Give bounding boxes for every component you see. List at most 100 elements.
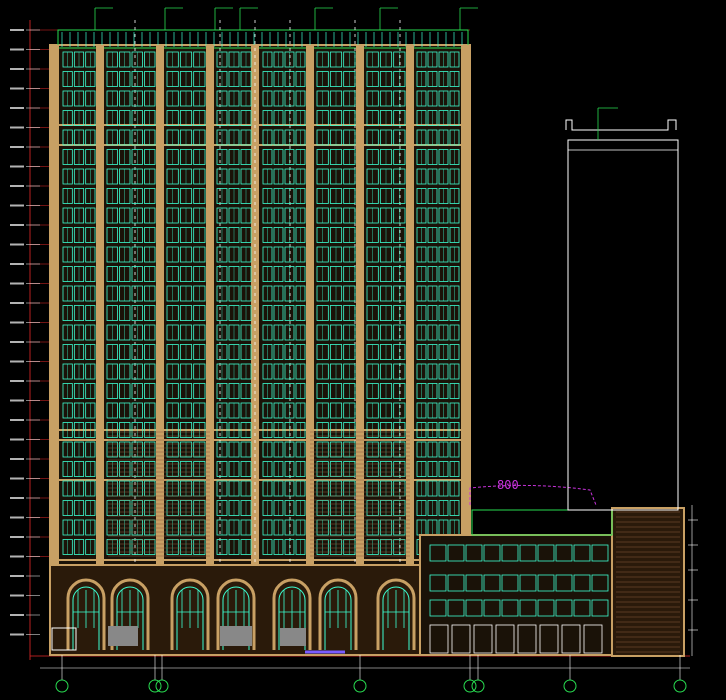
annex-window <box>519 544 537 562</box>
annex-window <box>537 574 555 592</box>
annex-window <box>465 544 483 562</box>
annex-window <box>447 544 465 562</box>
adjacent-building-outline <box>565 107 679 511</box>
pilaster <box>156 45 164 565</box>
elevation-tick-label <box>10 243 24 246</box>
annex-door <box>429 624 449 654</box>
annex-window <box>429 544 447 562</box>
annex-window <box>573 574 591 592</box>
grid-bubble <box>155 679 169 693</box>
parapet <box>565 119 677 131</box>
elevation-tick-label <box>10 380 24 382</box>
tower-crown <box>57 29 469 49</box>
annex-window <box>519 599 537 617</box>
elevation-tick-label <box>10 458 24 460</box>
elevation-tick-label <box>10 185 24 187</box>
grid-bubble <box>463 679 477 693</box>
elevation-tick-label <box>10 282 24 285</box>
annex-window <box>501 574 519 592</box>
shop-sign <box>220 626 252 646</box>
grid-bubble <box>353 679 367 693</box>
grid-bubble <box>148 679 162 693</box>
elevation-tick-label <box>10 497 24 499</box>
elevation-tick-label <box>10 438 24 441</box>
pilaster <box>461 45 469 565</box>
dimension-lines <box>10 29 698 680</box>
annex-door <box>583 624 603 654</box>
annex-body <box>419 534 613 656</box>
annex-window <box>573 544 591 562</box>
elevation-tick-label <box>10 126 24 129</box>
annex-window <box>447 599 465 617</box>
elevation-tick-label <box>10 321 24 324</box>
elevation-tick-label <box>10 204 24 207</box>
elevation-tick-label <box>10 302 24 304</box>
podium-arches <box>49 564 421 656</box>
elevation-tick-label <box>10 360 24 363</box>
annex-door <box>473 624 493 654</box>
arch <box>170 578 210 650</box>
annex-window <box>555 599 573 617</box>
tower-body <box>49 44 471 566</box>
roof-outline <box>469 484 597 506</box>
elevation-tick-label <box>10 419 24 421</box>
elevation-tick-label <box>10 107 24 109</box>
annotation-label: 800 <box>497 478 519 492</box>
elevation-tick-label <box>10 146 24 148</box>
tower-windows <box>62 51 460 557</box>
annex-window <box>501 544 519 562</box>
tower-elevation <box>49 7 478 650</box>
arch-window <box>116 586 144 650</box>
annex-window <box>483 599 501 617</box>
elevation-tick-label <box>10 555 24 558</box>
annex-door <box>539 624 559 654</box>
arch-window <box>222 586 250 650</box>
pilaster <box>96 45 104 565</box>
annex-building <box>419 484 685 657</box>
arch-window <box>324 586 352 650</box>
building-outline <box>567 139 679 511</box>
elevation-tick-label <box>10 29 24 31</box>
arch-window <box>278 586 306 650</box>
pilaster <box>306 45 314 565</box>
arch-window <box>72 586 100 650</box>
pilaster <box>206 45 214 565</box>
elevation-tick-label <box>10 614 24 616</box>
shop-sign <box>280 628 306 646</box>
elevation-tick-label <box>10 477 24 480</box>
annex-window <box>429 599 447 617</box>
pilaster <box>51 45 59 565</box>
arch-window <box>176 586 204 650</box>
annex-window <box>555 544 573 562</box>
grid-bubble <box>673 679 687 693</box>
annex-roof-structure <box>471 509 613 536</box>
grid-bubbles <box>55 679 687 693</box>
elevation-tick-label <box>10 341 24 343</box>
annex-window <box>447 574 465 592</box>
annex-window <box>519 574 537 592</box>
annex-window <box>483 574 501 592</box>
annex-window <box>465 574 483 592</box>
annex-door <box>517 624 537 654</box>
elevation-tick-label <box>10 633 24 636</box>
annex-window <box>591 544 609 562</box>
elevation-tick-label <box>10 516 24 519</box>
annex-door <box>561 624 581 654</box>
arch <box>66 578 106 650</box>
arch <box>318 578 358 650</box>
elevation-tick-label <box>10 575 24 577</box>
annex-window <box>573 599 591 617</box>
elevation-tick-label <box>10 536 24 538</box>
grid-bubble <box>55 679 69 693</box>
annex-door <box>495 624 515 654</box>
annex-window <box>429 574 447 592</box>
elevation-tick-label <box>10 224 24 226</box>
annex-window <box>501 599 519 617</box>
pilaster <box>251 45 259 565</box>
grid-bubble <box>563 679 577 693</box>
elevation-tick-label <box>10 399 24 402</box>
shop-sign <box>108 626 138 646</box>
arch <box>110 578 150 650</box>
annex-window <box>537 544 555 562</box>
